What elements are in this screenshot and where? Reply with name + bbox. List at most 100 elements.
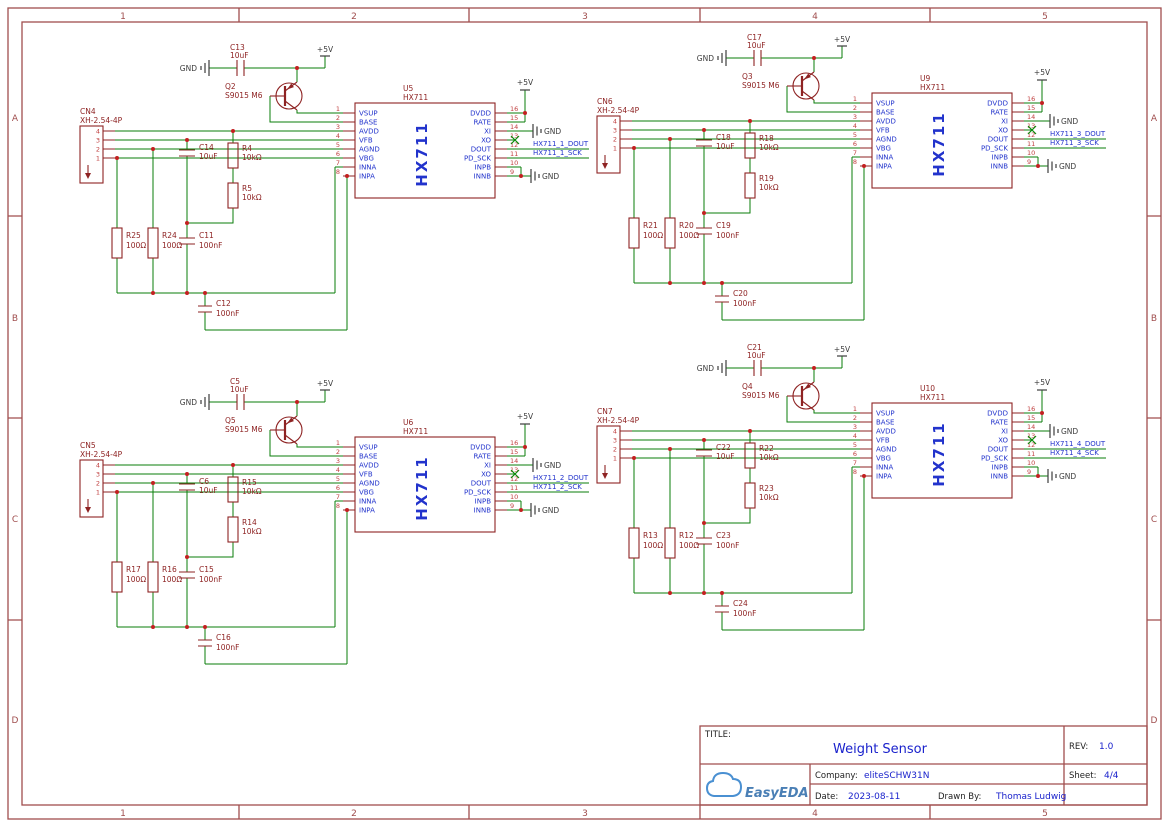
net-label-dout[interactable]: HX711_4_DOUT (1050, 440, 1106, 448)
pin-name: INPB (475, 164, 492, 172)
resistor-mid[interactable]: R19 10kΩ (744, 172, 779, 199)
pin-name: AGND (876, 136, 897, 144)
capacitor-mid[interactable]: C18 10uF (696, 133, 735, 151)
pin-name: VSUP (359, 444, 378, 452)
net-label-dout[interactable]: HX711_1_DOUT (533, 140, 589, 148)
net-label-dout[interactable]: HX711_2_DOUT (533, 474, 589, 482)
capacitor-mid[interactable]: C6 10uF (179, 477, 218, 495)
gnd-flag-right-2[interactable]: GND (1047, 469, 1076, 483)
plus5v-flag-top[interactable]: +5V (834, 35, 851, 47)
gnd-flag-top[interactable]: GND (180, 60, 210, 76)
resistor-left-2[interactable]: R16 100Ω (147, 561, 182, 593)
capacitor-top[interactable]: C21 10uF (747, 343, 766, 376)
capacitor-bottom-2[interactable]: C20 100nF (715, 289, 756, 308)
capacitor-bottom-2[interactable]: C24 100nF (715, 599, 756, 618)
gnd-flag-top[interactable]: GND (697, 50, 727, 66)
resistor-left-1[interactable]: R25 100Ω (111, 227, 146, 259)
capacitor-bottom-1[interactable]: C23 100nF (696, 531, 739, 550)
net-label-sck[interactable]: HX711_4_SCK (1050, 449, 1099, 457)
connector[interactable]: 4 3 2 1 CN4 XH-2.54-4P (79, 107, 123, 184)
gnd-label: GND (1061, 427, 1078, 436)
connector-arrow-icon (602, 163, 608, 169)
pin-number: 5 (853, 441, 857, 449)
capacitor-top[interactable]: C5 10uF (230, 377, 249, 410)
pin-name: AVDD (876, 428, 896, 436)
pin-number: 11 (1027, 450, 1035, 458)
net-label-sck[interactable]: HX711_3_SCK (1050, 139, 1099, 147)
capacitor-top[interactable]: C13 10uF (230, 43, 249, 76)
resistor-value: 10kΩ (759, 453, 779, 462)
capacitor-top[interactable]: C17 10uF (747, 33, 766, 66)
plus5v-flag-right[interactable]: +5V (517, 412, 534, 425)
hx711-ic[interactable]: 1 2 3 4 5 6 7 8 VSUP BASE AVDD VFB AGND … (336, 418, 518, 533)
gnd-flag-right-2[interactable]: GND (530, 169, 559, 183)
resistor-top[interactable]: R22 10kΩ (744, 442, 779, 469)
resistor-value: 100Ω (126, 241, 146, 250)
cap-ref: C13 (230, 43, 245, 52)
frame-col-label: 3 (582, 12, 588, 22)
connector[interactable]: 4 3 2 1 CN7 XH-2.54-4P (596, 407, 640, 484)
capacitor-mid[interactable]: C22 10uF (696, 443, 735, 461)
gnd-flag-right-1[interactable]: GND (1049, 114, 1078, 128)
capacitor-bottom-1[interactable]: C15 100nF (179, 565, 222, 584)
resistor-left-2[interactable]: R20 100Ω (664, 217, 699, 249)
connector[interactable]: 4 3 2 1 CN6 XH-2.54-4P (596, 97, 640, 174)
plus5v-flag-right[interactable]: +5V (517, 78, 534, 91)
capacitor-bottom-1[interactable]: C11 100nF (179, 231, 222, 250)
circuit-block-2: GND C17 10uF +5V Q3 S9 (596, 33, 1106, 321)
connector-ref: CN4 (80, 107, 96, 116)
gnd-flag-top[interactable]: GND (180, 394, 210, 410)
resistor-left-1[interactable]: R13 100Ω (628, 527, 663, 559)
plus5v-flag-top[interactable]: +5V (317, 45, 334, 57)
pin-number: 13 (1027, 432, 1035, 440)
transistor[interactable]: Q2 S9015 M6 (225, 81, 303, 111)
pin-number: 12 (510, 141, 518, 149)
capacitor-bottom-2[interactable]: C16 100nF (198, 633, 239, 652)
resistor-top[interactable]: R15 10kΩ (227, 476, 262, 503)
resistor-value: 10kΩ (242, 527, 262, 536)
gnd-flag-right-1[interactable]: GND (1049, 424, 1078, 438)
junction-dots (632, 56, 1044, 285)
transistor[interactable]: Q4 S9015 M6 (742, 381, 820, 411)
connector[interactable]: 4 3 2 1 CN5 XH-2.54-4P (79, 441, 123, 518)
net-label-sck[interactable]: HX711_1_SCK (533, 149, 582, 157)
capacitor-bottom-2[interactable]: C12 100nF (198, 299, 239, 318)
plus5v-flag-right[interactable]: +5V (1034, 378, 1051, 391)
emitter-arrow-icon (804, 383, 811, 390)
resistor-left-1[interactable]: R17 100Ω (111, 561, 146, 593)
pin-number: 10 (1027, 149, 1035, 157)
pin-number: 3 (336, 123, 340, 131)
plus5v-flag-right[interactable]: +5V (1034, 68, 1051, 81)
connector-pin-number: 1 (613, 455, 617, 463)
plus5v-flag-top[interactable]: +5V (834, 345, 851, 357)
net-label-sck[interactable]: HX711_2_SCK (533, 483, 582, 491)
hx711-ic[interactable]: 1 2 3 4 5 6 7 8 VSUP BASE AVDD VFB AGND … (853, 74, 1035, 189)
resistor-left-2[interactable]: R24 100Ω (147, 227, 182, 259)
hx711-ic[interactable]: 1 2 3 4 5 6 7 8 VSUP BASE AVDD VFB AGND … (336, 84, 518, 199)
resistor-top[interactable]: R4 10kΩ (227, 142, 262, 169)
cap-value: 100nF (216, 643, 239, 652)
hx711-ic[interactable]: 1 2 3 4 5 6 7 8 VSUP BASE AVDD VFB AGND … (853, 384, 1035, 499)
resistor-top[interactable]: R18 10kΩ (744, 132, 779, 159)
gnd-flag-right-1[interactable]: GND (532, 458, 561, 472)
transistor-value: S9015 M6 (742, 81, 780, 90)
ic-part-name: HX711 (413, 121, 431, 186)
gnd-flag-right-1[interactable]: GND (532, 124, 561, 138)
gnd-flag-right-2[interactable]: GND (530, 503, 559, 517)
resistor-mid[interactable]: R14 10kΩ (227, 516, 262, 543)
resistor-mid[interactable]: R23 10kΩ (744, 482, 779, 509)
resistor-left-2[interactable]: R12 100Ω (664, 527, 699, 559)
pin-number: 12 (510, 475, 518, 483)
resistor-left-1[interactable]: R21 100Ω (628, 217, 663, 249)
resistor-mid[interactable]: R5 10kΩ (227, 182, 262, 209)
blocks-layer: GND C13 10uF +5V Q2 S9 (79, 33, 1106, 665)
frame-col-label: 5 (1042, 809, 1048, 819)
net-label-dout[interactable]: HX711_3_DOUT (1050, 130, 1106, 138)
gnd-flag-right-2[interactable]: GND (1047, 159, 1076, 173)
transistor[interactable]: Q5 S9015 M6 (225, 415, 303, 445)
plus5v-flag-top[interactable]: +5V (317, 379, 334, 391)
capacitor-bottom-1[interactable]: C19 100nF (696, 221, 739, 240)
gnd-flag-top[interactable]: GND (697, 360, 727, 376)
capacitor-mid[interactable]: C14 10uF (179, 143, 218, 161)
transistor[interactable]: Q3 S9015 M6 (742, 71, 820, 101)
